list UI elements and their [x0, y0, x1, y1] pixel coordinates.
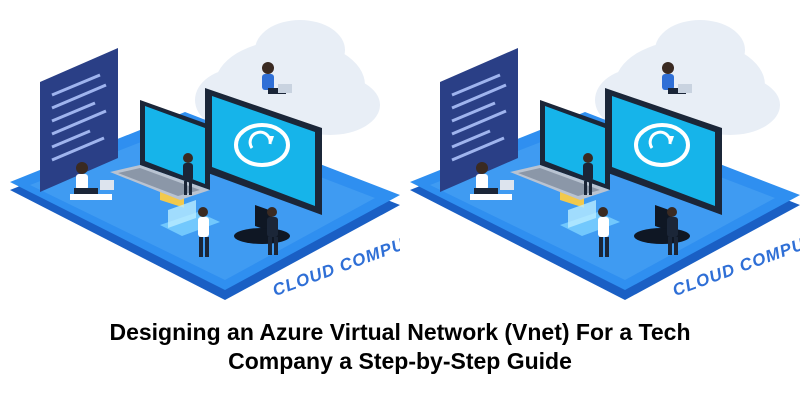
screen-cloud-icon [634, 123, 690, 167]
title-line-2: Company a Step-by-Step Guide [228, 348, 572, 374]
person-standing-laptop-icon [583, 153, 593, 195]
document-panel-icon [440, 48, 518, 192]
person-standing-right-icon [667, 207, 678, 255]
article-title: Designing an Azure Virtual Network (Vnet… [0, 318, 800, 376]
cloud-computing-illustration-right: CLOUD COMPUTING [400, 0, 800, 320]
person-standing-center-icon [598, 207, 609, 257]
person-standing-right-icon [267, 207, 278, 255]
cloud-computing-illustration-left: CLOUD COMPUTING [0, 0, 400, 320]
document-panel-icon [40, 48, 118, 192]
person-at-desk-icon [470, 162, 514, 200]
person-on-cloud-icon [662, 62, 692, 94]
title-line-1: Designing an Azure Virtual Network (Vnet… [109, 319, 691, 345]
person-standing-laptop-icon [183, 153, 193, 195]
person-standing-center-icon [198, 207, 209, 257]
person-at-desk-icon [70, 162, 114, 200]
person-on-cloud-icon [262, 62, 292, 94]
screen-cloud-icon [234, 123, 290, 167]
monitor-icon [605, 88, 722, 244]
monitor-icon [205, 88, 322, 244]
